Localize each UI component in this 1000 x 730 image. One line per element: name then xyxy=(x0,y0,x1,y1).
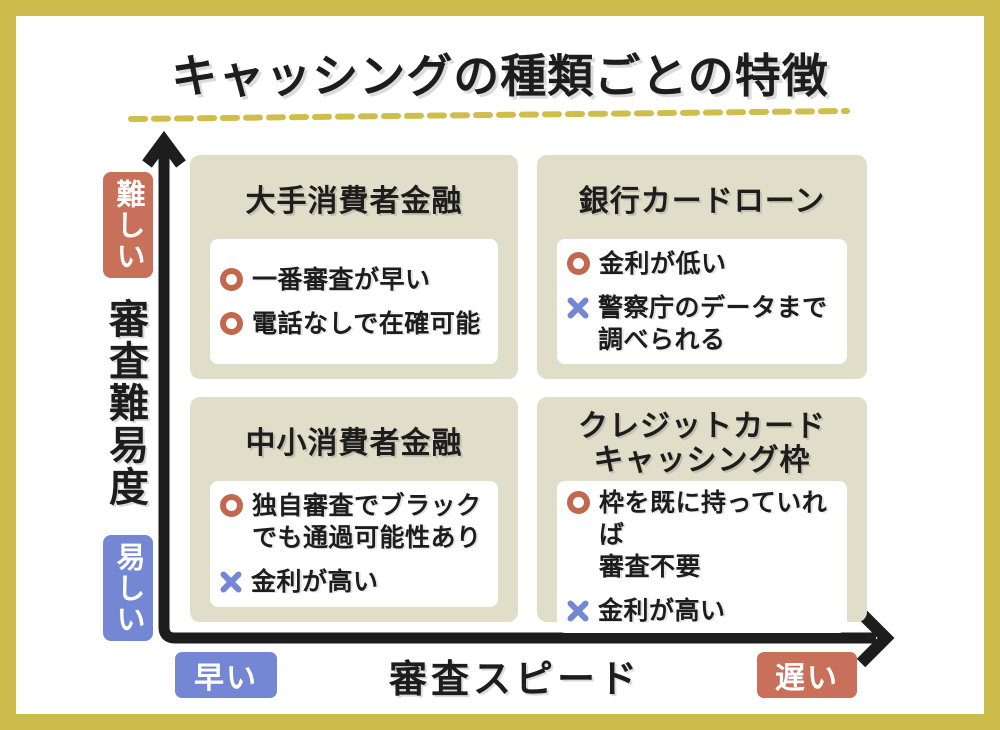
ring-circle-icon xyxy=(567,251,590,275)
title-dashed-underline xyxy=(128,108,850,122)
ring-circle-icon xyxy=(220,311,243,335)
quadrant-major-consumer-finance: 大手消費者金融 一番審査が早い 電話なしで在確可能 xyxy=(190,155,518,379)
cross-icon xyxy=(567,600,589,622)
quadrant-title: 大手消費者金融 xyxy=(245,185,463,219)
list-item: 一番審査が早い xyxy=(220,264,488,296)
list-item: 電話なしで在確可能 xyxy=(220,308,488,340)
list-item-label: 金利が高い xyxy=(251,568,379,596)
y-axis-label: 審査難易度 xyxy=(103,298,147,508)
list-item: 独自審査でブラック でも通過可能性あり xyxy=(220,490,488,554)
feature-card: 金利が低い 警察庁のデータまで 調べられる xyxy=(557,239,847,364)
feature-card: 一番審査が早い 電話なしで在確可能 xyxy=(210,239,498,364)
list-item-label: 一番審査が早い xyxy=(252,265,431,294)
x-axis-arrowhead-icon xyxy=(856,608,895,668)
feature-card: 独自審査でブラック でも通過可能性あり 金利が高い xyxy=(210,481,498,607)
quadrant-small-consumer-finance: 中小消費者金融 独自審査でブラック でも通過可能性あり 金利が高い xyxy=(190,397,518,622)
quadrant-title: 中小消費者金融 xyxy=(245,427,463,461)
list-item-label: 金利が高い xyxy=(598,597,726,625)
feature-card: 枠を既に持っていれば 審査不要 金利が高い xyxy=(557,481,847,633)
quadrant-title: 銀行カードローン xyxy=(578,185,826,219)
ring-circle-icon xyxy=(220,494,243,517)
ring-circle-icon xyxy=(567,491,590,514)
list-item-label: 電話なしで在確可能 xyxy=(252,309,481,338)
page-title: キャッシングの種類ごとの特徴 xyxy=(171,50,829,102)
quadrant-title: クレジットカード キャッシング枠 xyxy=(578,410,826,477)
y-axis-bottom-badge: 易しい xyxy=(103,535,153,641)
x-axis-label: 審査スピード xyxy=(388,659,641,701)
x-axis-left-badge: 早い xyxy=(175,652,277,698)
y-axis-arrowhead-icon xyxy=(142,130,186,168)
list-item-label: 独自審査でブラック でも通過可能性あり xyxy=(252,492,482,552)
list-item-label: 枠を既に持っていれば 審査不要 xyxy=(599,489,828,581)
axis-line xyxy=(158,146,876,644)
x-axis-right-badge: 遅い xyxy=(757,652,857,698)
list-item: 枠を既に持っていれば 審査不要 xyxy=(567,487,837,583)
list-item: 金利が高い xyxy=(220,566,488,598)
quadrant-bank-card-loan: 銀行カードローン 金利が低い 警察庁のデータまで 調べられる xyxy=(537,155,867,379)
quadrant-credit-card-cashing: クレジットカード キャッシング枠 枠を既に持っていれば 審査不要 金利が高い xyxy=(537,397,867,633)
list-item-label: 警察庁のデータまで 調べられる xyxy=(598,293,828,354)
list-item: 警察庁のデータまで 調べられる xyxy=(567,292,837,356)
list-item-label: 金利が低い xyxy=(599,249,727,278)
cross-icon xyxy=(567,297,589,318)
list-item: 金利が高い xyxy=(567,595,837,627)
list-item: 金利が低い xyxy=(567,248,837,280)
y-axis-top-badge: 難しい xyxy=(103,172,153,278)
cross-icon xyxy=(220,571,242,593)
ring-circle-icon xyxy=(220,267,243,291)
